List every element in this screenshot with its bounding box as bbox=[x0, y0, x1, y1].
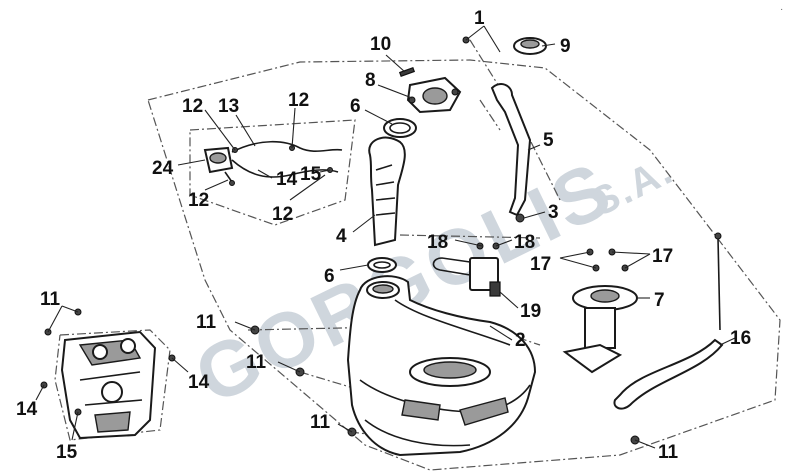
callout-9: 9 bbox=[560, 36, 571, 57]
callout-10: 10 bbox=[370, 34, 391, 55]
callout-5: 5 bbox=[543, 130, 554, 151]
callout-12-b: 12 bbox=[288, 90, 309, 111]
callout-7: 7 bbox=[654, 290, 665, 311]
fuel-line bbox=[613, 232, 724, 410]
corner-mark: · bbox=[780, 4, 783, 15]
callout-16: 16 bbox=[730, 328, 751, 349]
fuel-tank bbox=[346, 275, 537, 457]
callout-11-a: 11 bbox=[196, 312, 217, 333]
callout-6-lower: 6 bbox=[324, 266, 335, 287]
callout-2: 2 bbox=[515, 330, 526, 351]
callout-14-right: 14 bbox=[188, 372, 210, 393]
callout-1: 1 bbox=[474, 8, 485, 29]
fuel-pump bbox=[562, 248, 638, 374]
fuel-cap bbox=[513, 37, 547, 55]
vent-hose-assembly bbox=[203, 140, 343, 186]
callout-14-top: 14 bbox=[276, 169, 298, 190]
callout-15-top: 15 bbox=[300, 164, 322, 185]
callout-12-d: 12 bbox=[272, 204, 293, 225]
breather-pipe bbox=[490, 83, 532, 217]
callout-18-left: 18 bbox=[427, 232, 448, 253]
callout-18-right: 18 bbox=[514, 232, 535, 253]
leader-lines bbox=[35, 25, 736, 449]
callout-12-c: 12 bbox=[188, 190, 209, 211]
callout-8: 8 bbox=[365, 70, 376, 91]
callout-11-c: 11 bbox=[310, 412, 331, 433]
callout-3: 3 bbox=[548, 202, 559, 223]
fuel-level-sensor bbox=[432, 242, 501, 297]
callout-6-upper: 6 bbox=[350, 96, 361, 117]
hose-clamp-upper bbox=[383, 118, 417, 138]
callout-11-e: 11 bbox=[40, 289, 61, 310]
callout-15-bracket: 15 bbox=[56, 442, 78, 463]
callout-13: 13 bbox=[218, 96, 239, 117]
callout-11-b: 11 bbox=[246, 352, 267, 373]
callout-24: 24 bbox=[152, 158, 174, 179]
callout-4: 4 bbox=[336, 226, 347, 247]
pipe-clip bbox=[515, 213, 525, 223]
filler-neck-flange bbox=[398, 66, 462, 114]
callout-numbers: 1 9 10 8 6 5 3 4 6 18 18 19 2 17 17 7 16… bbox=[16, 8, 751, 463]
callout-12-a: 12 bbox=[182, 96, 203, 117]
callout-19: 19 bbox=[520, 301, 541, 322]
callout-11-d: 11 bbox=[658, 442, 679, 463]
tank-bracket bbox=[60, 330, 157, 440]
filler-hose bbox=[368, 136, 406, 247]
hose-clamp-lower bbox=[367, 257, 397, 273]
callout-17-left: 17 bbox=[530, 254, 551, 275]
watermark-suffix: S.A. bbox=[584, 148, 680, 225]
callout-14-left: 14 bbox=[16, 399, 38, 420]
callout-17-right: 17 bbox=[652, 246, 673, 267]
